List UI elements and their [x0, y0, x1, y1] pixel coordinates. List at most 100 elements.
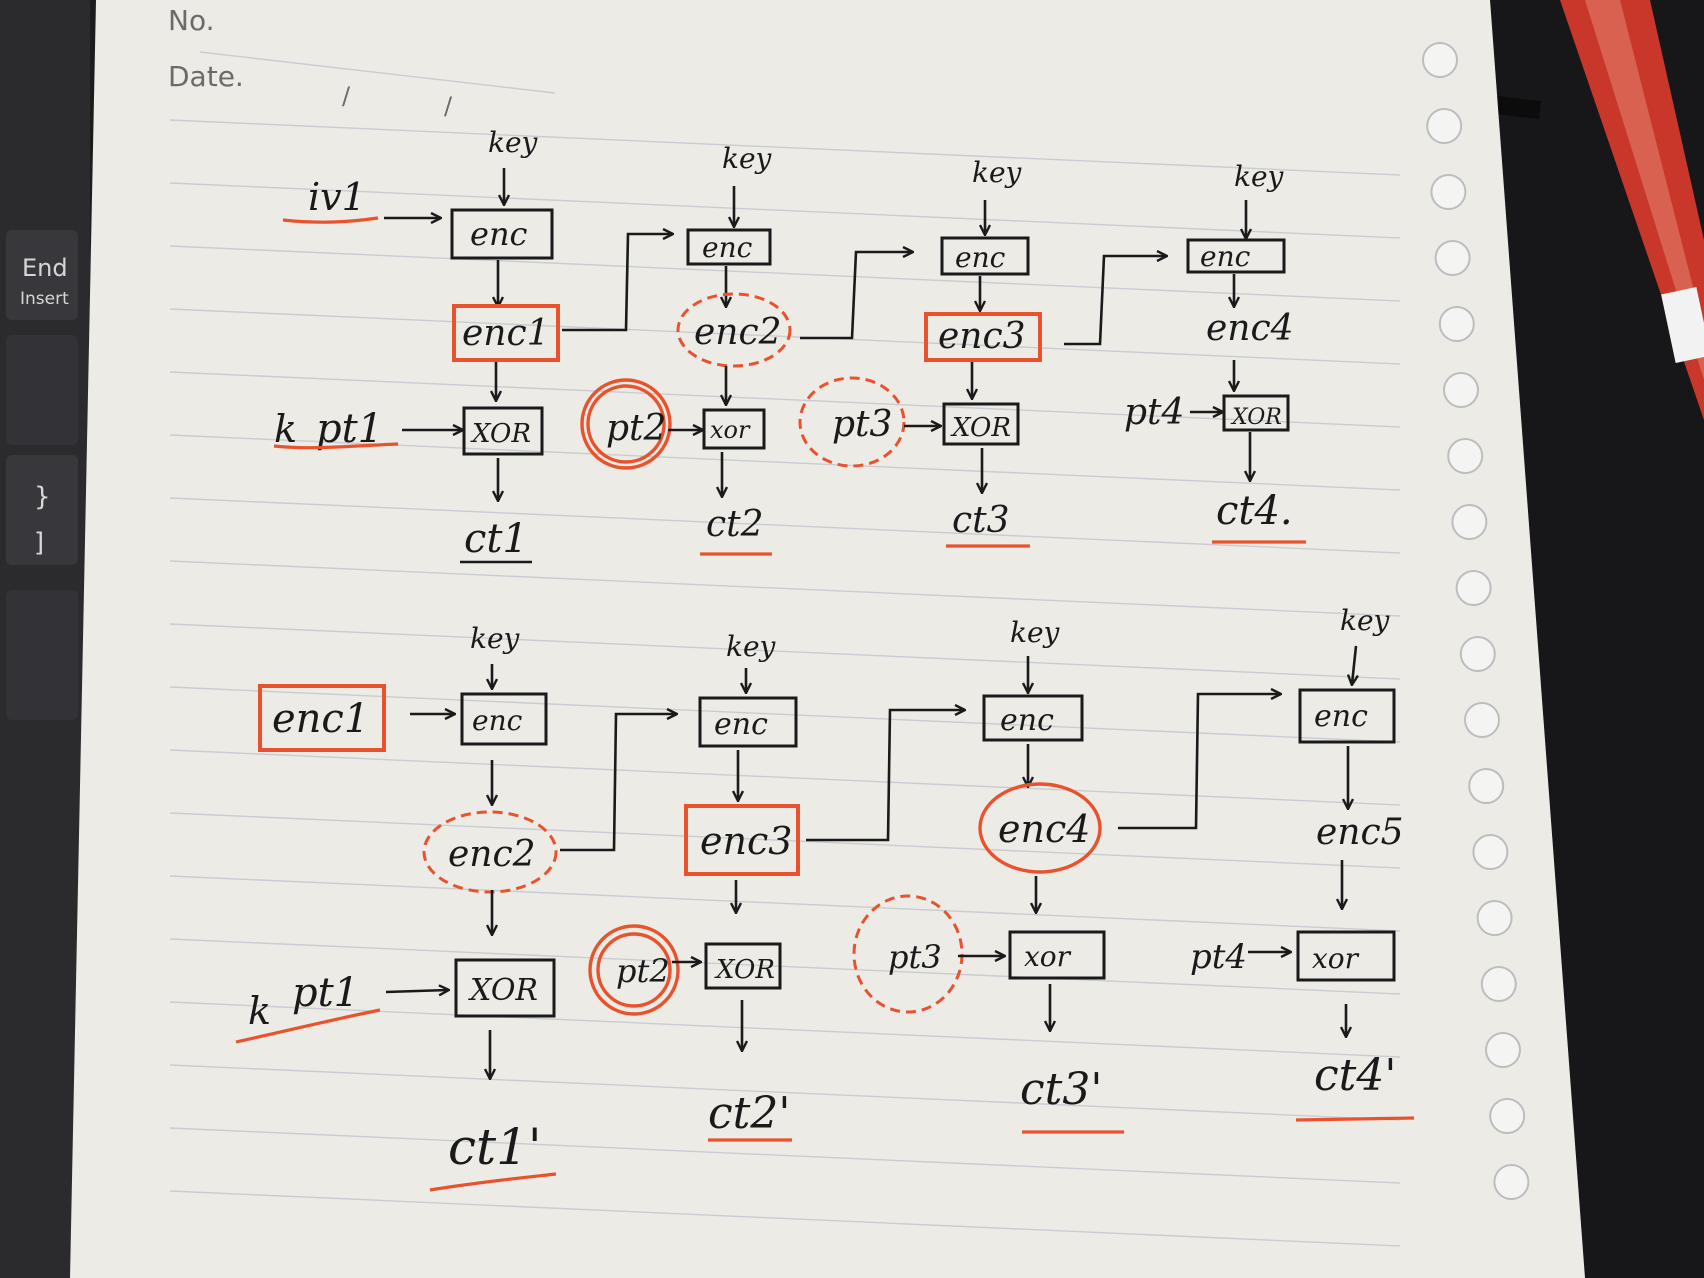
- bottom-enc-label-1: enc: [472, 704, 523, 737]
- ruled-line: [169, 749, 1401, 806]
- bottom-plaintext-2: pt2: [616, 952, 670, 990]
- top-xor-label-4: XOR: [1230, 405, 1282, 430]
- bottom-ciphertext-4: ct4': [1314, 1050, 1396, 1101]
- top-enc-box-3: [940, 236, 1030, 276]
- top-enc-label-3: enc: [955, 241, 1006, 274]
- bottom-xor-box-2: [704, 942, 782, 990]
- binder-hole: [1493, 1164, 1530, 1200]
- binder-hole: [1485, 1032, 1521, 1068]
- bottom-plaintext-3: pt3: [888, 938, 942, 976]
- binder-hole: [1476, 900, 1513, 936]
- binder-hole: [1426, 108, 1463, 144]
- ruled-line: [169, 1127, 1401, 1184]
- binder-holes: [1422, 42, 1530, 1200]
- pen: [1560, 0, 1704, 420]
- top-enc-output-1: enc1: [462, 313, 550, 354]
- no-label: No.: [168, 4, 214, 37]
- date-label: Date.: [168, 60, 244, 93]
- top-ciphertext-4: ct4.: [1216, 488, 1293, 534]
- top-enc-label-1: enc: [470, 215, 528, 253]
- ruled-line: [169, 686, 1401, 743]
- ruled-line: [169, 497, 1401, 554]
- ruled-lines: [169, 119, 1401, 1247]
- binder-hole: [1434, 240, 1471, 276]
- top-xor-label-1: XOR: [470, 419, 531, 449]
- top-ciphertext-3: ct3: [952, 500, 1010, 541]
- ruled-line: [169, 245, 1401, 302]
- binder-hole: [1438, 306, 1475, 342]
- top-plaintext-1-underline: [273, 442, 399, 450]
- bottom-enc-label-3: enc: [1000, 703, 1054, 738]
- binder-hole: [1447, 438, 1484, 474]
- bottom-ciphertext-3: ct3': [1020, 1064, 1102, 1115]
- bottom-enc-output-1: enc2: [448, 834, 536, 875]
- top-enc-box-2: [686, 228, 772, 266]
- top-enc-output-highlight-3: [924, 312, 1042, 362]
- ruled-line: [169, 875, 1401, 932]
- bottom-enc-output-2: enc3: [700, 819, 792, 863]
- binder-hole: [1422, 42, 1458, 78]
- end-key-label: End: [22, 254, 68, 282]
- bottom-diagram: enc1 key key key key enc enc enc enc enc…: [235, 604, 1415, 1192]
- top-ciphertext-1: ct1: [464, 516, 528, 562]
- binder-hole: [1455, 570, 1492, 606]
- ruled-line: [169, 938, 1401, 995]
- bottom-enc-box-3: [982, 694, 1084, 742]
- iv-underline: [282, 216, 379, 224]
- brace-key-label: }: [34, 482, 51, 512]
- bottom-start-label: enc1: [272, 696, 369, 742]
- top-enc-output-4: enc4: [1206, 308, 1294, 349]
- bottom-enc-label-2: enc: [714, 707, 768, 742]
- bottom-xor-box-4: [1296, 930, 1396, 982]
- top-plaintext-circle-2: [580, 378, 672, 470]
- bottom-plaintext-1: pt1: [292, 970, 359, 1016]
- insert-key-label: Insert: [20, 289, 69, 309]
- bottom-plaintext-circle-2: [588, 924, 680, 1016]
- binder-hole: [1451, 504, 1488, 540]
- top-ciphertext-2: ct2: [706, 504, 764, 545]
- top-enc-output-3: enc3: [938, 316, 1026, 357]
- top-enc-label-4: enc: [1200, 240, 1251, 273]
- ruled-line: [169, 812, 1401, 869]
- top-diagram: iv1 key key key key enc enc enc enc enc1…: [273, 126, 1306, 564]
- binder-hole: [1489, 1098, 1526, 1134]
- bottom-enc-output-cloud-1: [422, 810, 558, 894]
- bottom-enc-output-4: enc5: [1316, 812, 1404, 853]
- bottom-plaintext-4: pt4: [1190, 937, 1247, 977]
- top-enc-label-2: enc: [702, 231, 753, 264]
- top-enc-output-2: enc2: [694, 312, 782, 353]
- top-plaintext-2: pt2: [606, 408, 666, 449]
- bottom-key-label-1: key: [470, 622, 521, 655]
- top-enc-box-4: [1186, 238, 1286, 274]
- ruled-line: [169, 1064, 1401, 1121]
- bottom-xor-label-1: XOR: [468, 973, 538, 1008]
- bottom-enc-box-1: [460, 692, 548, 746]
- top-xor-label-2: xor: [710, 416, 751, 444]
- bottom-enc-output-highlight-2: [684, 804, 800, 876]
- bottom-plaintext-cloud-3: [852, 894, 964, 1014]
- top-xor-label-3: XOR: [950, 413, 1011, 443]
- binder-hole: [1468, 768, 1505, 804]
- end-key: [6, 230, 78, 320]
- bottom-key-label-3: key: [1010, 616, 1061, 649]
- binder-hole: [1464, 702, 1500, 738]
- bottom-enc-box-4: [1298, 688, 1396, 744]
- top-key-label-3: key: [972, 156, 1023, 189]
- bottom-xor-box-1: [454, 958, 556, 1018]
- binder-hole: [1459, 636, 1496, 672]
- top-enc-box-1: [450, 208, 554, 260]
- top-enc-output-cloud-2: [676, 292, 792, 368]
- binder-hole: [1472, 834, 1509, 870]
- top-xor-box-2: [702, 408, 766, 450]
- bottom-ciphertext-2: ct2': [708, 1088, 790, 1139]
- bottom-key-label-4: key: [1340, 604, 1391, 637]
- keyboard-edge: End Insert } ]: [0, 0, 90, 1278]
- ruled-line: [169, 1190, 1401, 1247]
- top-xor-box-3: [942, 402, 1020, 446]
- bottom-xor-label-4: xor: [1312, 942, 1360, 975]
- header-line: [199, 51, 556, 94]
- binder-hole: [1430, 174, 1467, 210]
- bottom-start-highlight: [258, 684, 386, 752]
- top-key-label-1: key: [488, 126, 539, 159]
